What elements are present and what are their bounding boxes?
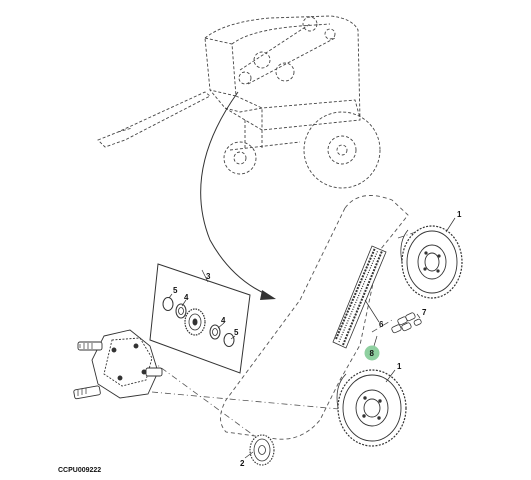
gearbox-icon xyxy=(73,329,163,400)
callout-4-right: 4 xyxy=(221,316,226,325)
sprocket-icon xyxy=(336,369,407,447)
callout-8: 8 xyxy=(370,349,375,358)
callout-4-left: 4 xyxy=(184,293,189,302)
callout-7: 7 xyxy=(422,308,427,317)
callout-1-bottom: 1 xyxy=(397,362,402,371)
callout-8-highlight xyxy=(364,345,380,361)
callout-3: 3 xyxy=(206,272,211,281)
leader-lines xyxy=(168,217,456,459)
chain-link-icon xyxy=(391,312,422,334)
figure-id: CCPU009222 xyxy=(58,467,101,474)
roller-chain-icon xyxy=(332,245,387,349)
callout-2: 2 xyxy=(240,459,245,468)
curved-arrow-icon xyxy=(200,91,276,300)
baler-illustration xyxy=(97,15,381,189)
sprocket-kit-box xyxy=(149,263,251,374)
callout-5-left: 5 xyxy=(173,286,178,295)
sprocket-icon xyxy=(249,434,275,466)
drive-chain-path xyxy=(220,195,409,440)
callout-5-right: 5 xyxy=(234,328,239,337)
callout-1-top: 1 xyxy=(457,210,462,219)
sprocket-icon xyxy=(400,225,463,299)
callout-6: 6 xyxy=(379,320,384,329)
callout-labels: 1 1 2 3 4 4 5 5 6 7 8 xyxy=(173,210,462,468)
